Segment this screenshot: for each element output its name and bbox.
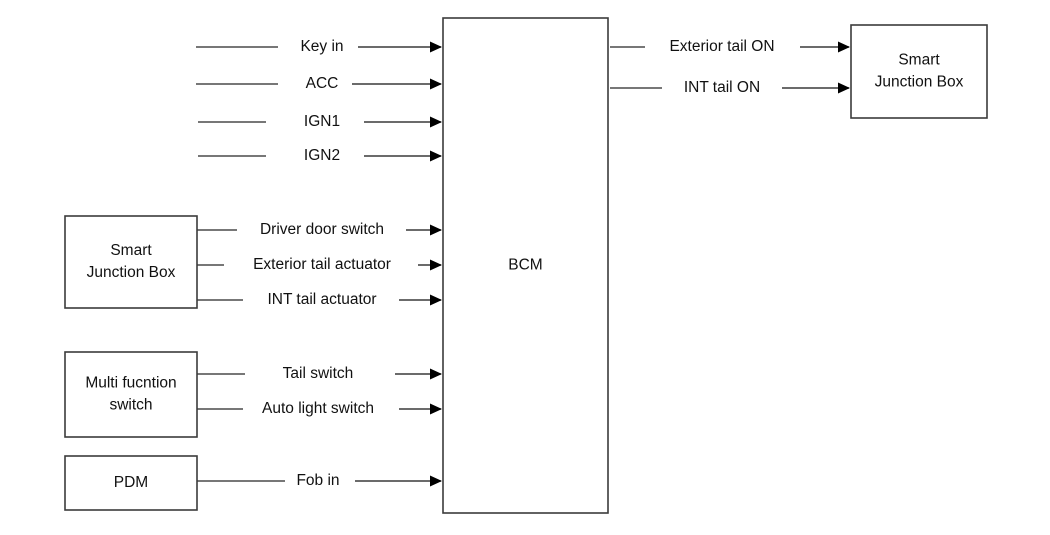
signal-int_tail_on [610,82,850,94]
block-pdm-label: PDM [114,474,148,491]
signal-int_tail_on-label: INT tail ON [684,79,760,96]
signal-ign2 [198,150,442,162]
wires-layer [196,41,850,487]
signal-acc-label: ACC [306,75,339,92]
block-bcm-rect[interactable] [442,17,609,514]
signal-fob_in-label: Fob in [296,472,339,489]
signal-exterior_tail_act-label: Exterior tail actuator [253,256,391,273]
block-sjb_right-label: Smart [898,52,940,69]
signal-auto_light_switch [197,403,442,415]
block-bcm-label: BCM [508,257,542,274]
signal-tail_switch [197,368,442,380]
signal-ign2-label: IGN2 [304,147,340,164]
block-mf_switch-rect[interactable] [64,351,198,438]
signal-auto_light_switch-arrow-icon [430,403,442,415]
signal-acc [196,78,442,90]
signal-driver_door_switch-arrow-icon [430,224,442,236]
block-sjb_left-label: Smart [110,242,152,259]
signal-auto_light_switch-label: Auto light switch [262,400,374,417]
signal-driver_door_switch-label: Driver door switch [260,221,384,238]
signal-key_in-label: Key in [300,38,343,55]
signal-key_in-arrow-icon [430,41,442,53]
block-sjb_left-label: Junction Box [87,264,176,281]
signal-exterior_tail_act [197,259,442,271]
signal-exterior_tail_act-arrow-icon [430,259,442,271]
signal-acc-arrow-icon [430,78,442,90]
signal-ign1-arrow-icon [430,116,442,128]
signal-exterior_tail_on-label: Exterior tail ON [669,38,774,55]
signal-int_tail_act [197,294,442,306]
block-sjb_right-label: Junction Box [875,74,964,91]
signal-ign1-label: IGN1 [304,113,340,130]
signal-exterior_tail_on [610,41,850,53]
signal-key_in [196,41,442,53]
signal-exterior_tail_on-arrow-icon [838,41,850,53]
block-sjb_right-rect[interactable] [850,24,988,119]
signal-driver_door_switch [197,224,442,236]
block-mf_switch-label: switch [109,397,152,414]
block-mf_switch[interactable]: Multi fucntion switch [64,351,198,438]
signal-int_tail_act-arrow-icon [430,294,442,306]
signal-ign2-arrow-icon [430,150,442,162]
signal-tail_switch-arrow-icon [430,368,442,380]
signal-fob_in-arrow-icon [430,475,442,487]
signal-tail_switch-label: Tail switch [283,365,354,382]
signal-int_tail_act-label: INT tail actuator [267,291,376,308]
signal-ign1 [198,116,442,128]
block-mf_switch-label: Multi fucntion [85,375,176,392]
block-sjb_left-rect[interactable] [64,215,198,309]
signal-int_tail_on-arrow-icon [838,82,850,94]
block-pdm[interactable]: PDM [64,455,198,511]
signal-fob_in [197,475,442,487]
block-pdm-rect[interactable] [64,455,198,511]
block-bcm[interactable]: BCM [442,17,609,514]
